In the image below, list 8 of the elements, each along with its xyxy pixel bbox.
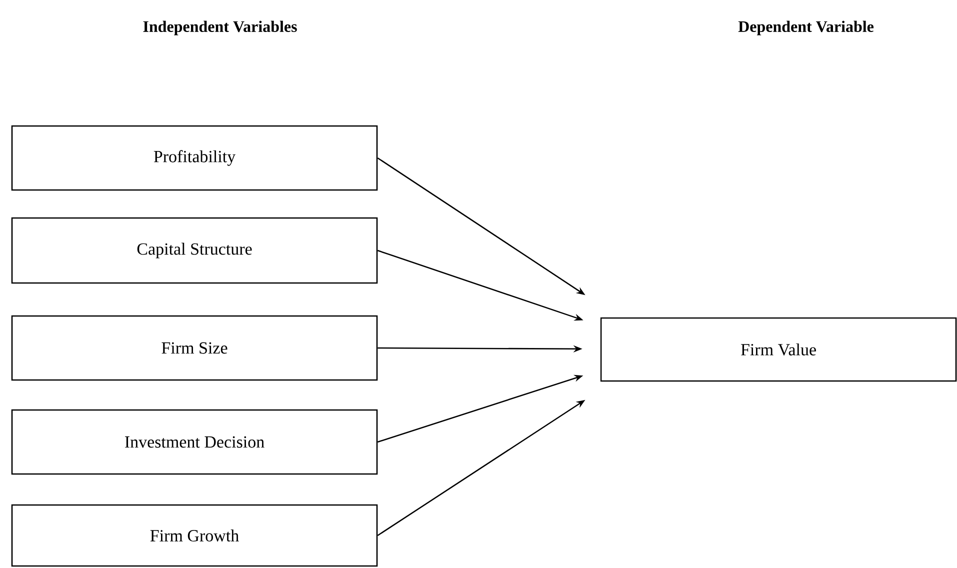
variable-box: Firm Size <box>11 315 378 381</box>
column-heading: Dependent Variable <box>738 20 874 36</box>
variable-box: Firm Growth <box>11 504 378 567</box>
variable-box: Profitability <box>11 125 378 191</box>
variable-box: Firm Value <box>600 317 957 382</box>
column-heading: Independent Variables <box>143 20 297 36</box>
variable-box: Investment Decision <box>11 409 378 475</box>
variable-box: Capital Structure <box>11 217 378 284</box>
